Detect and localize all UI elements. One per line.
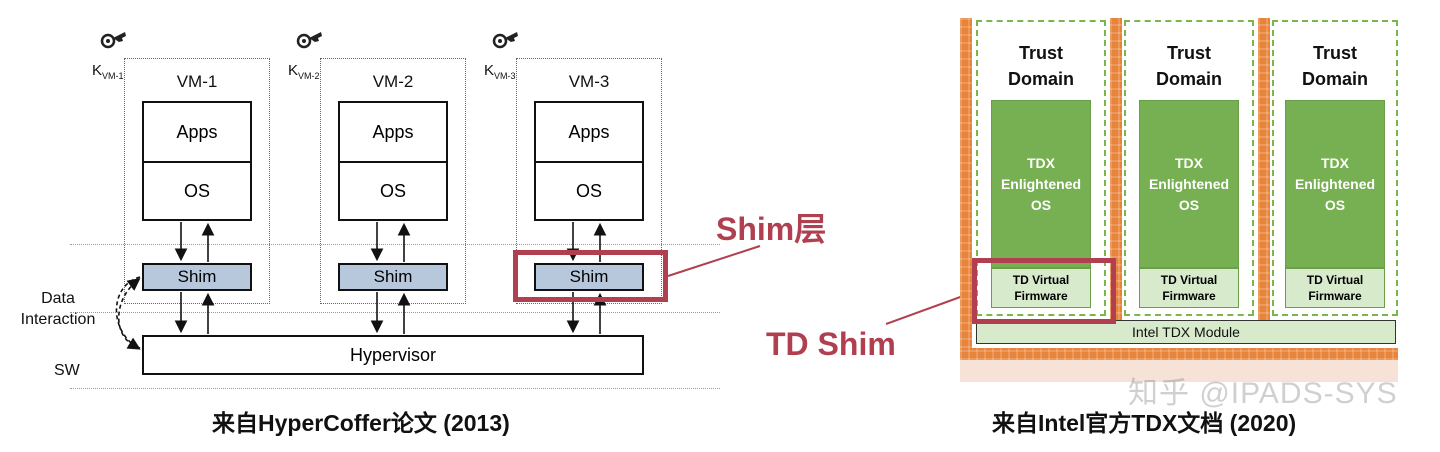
fw-line: Firmware	[1308, 289, 1362, 303]
tdx-module-bar: Intel TDX Module	[976, 320, 1396, 344]
brick-band	[960, 348, 1398, 360]
os-box: OS	[142, 161, 252, 221]
td-firmware-box: TD Virtual Firmware	[991, 268, 1091, 308]
shim-layer-label: Shim层	[716, 211, 827, 247]
shim-highlight-box	[513, 250, 668, 302]
title-line: Domain	[1007, 69, 1074, 89]
trust-domain-title: Trust Domain	[976, 40, 1106, 92]
td-shim-label: TD Shim	[766, 326, 896, 362]
os-line: OS	[1178, 196, 1200, 213]
data-interaction-line: Data	[41, 290, 75, 307]
vm-frame	[516, 58, 662, 304]
layer-separator-base	[70, 388, 720, 389]
hypervisor-box: Hypervisor	[142, 335, 644, 375]
layer-separator-bottom	[70, 312, 720, 313]
shim-box: Shim	[338, 263, 448, 291]
vm-key-label: KVM-3	[484, 62, 516, 81]
td-shim-highlight-box	[972, 258, 1116, 324]
os-line: TDX	[1321, 154, 1349, 171]
title-line: Trust	[1312, 43, 1357, 63]
title-line: Domain	[1301, 69, 1368, 89]
tdx-os-box: TDX Enlightened OS	[1139, 100, 1239, 268]
td-firmware-box: TD Virtual Firmware	[1139, 268, 1239, 308]
fw-line: TD Virtual	[1306, 273, 1364, 287]
key-icon	[100, 30, 128, 52]
os-box: OS	[338, 161, 448, 221]
os-line: TDX	[1175, 154, 1203, 171]
left-caption: 来自HyperCoffer论文 (2013)	[212, 410, 510, 436]
apps-box: Apps	[338, 101, 448, 163]
right-caption: 来自Intel官方TDX文档 (2020)	[992, 410, 1297, 436]
arrows-overlay	[115, 222, 607, 350]
watermark: 知乎 @IPADS-SYS	[1128, 377, 1398, 410]
vm-key-label: KVM-2	[288, 62, 320, 81]
title-line: Trust	[1018, 43, 1063, 63]
vm-title: VM-3	[568, 72, 610, 91]
brick-pillar	[1110, 18, 1122, 330]
vm-frame	[124, 58, 270, 304]
brick-pillar	[1258, 18, 1270, 330]
data-interaction-label: Data Interaction	[10, 288, 106, 330]
brick-pillar	[960, 18, 972, 348]
vm-frame	[320, 58, 466, 304]
data-interaction-line: Interaction	[20, 311, 96, 328]
tdx-os-box: TDX Enlightened OS	[1285, 100, 1385, 268]
layer-separator-top	[70, 244, 720, 245]
trust-domain-title: Trust Domain	[1272, 40, 1398, 92]
key-icon	[296, 30, 324, 52]
vm-title: VM-1	[176, 72, 218, 91]
sw-label: SW	[54, 362, 80, 379]
os-line: Enlightened	[1000, 175, 1082, 192]
key-icon	[492, 30, 520, 52]
os-line: Enlightened	[1148, 175, 1230, 192]
fw-line: Firmware	[1162, 289, 1216, 303]
fw-line: TD Virtual	[1012, 273, 1070, 287]
vm-key-label: KVM-1	[92, 62, 124, 81]
os-line: OS	[1030, 196, 1052, 213]
fw-line: TD Virtual	[1160, 273, 1218, 287]
shim-box: Shim	[142, 263, 252, 291]
title-line: Domain	[1155, 69, 1222, 89]
td-firmware-box: TD Virtual Firmware	[1285, 268, 1385, 308]
base-band	[960, 360, 1398, 382]
fw-line: Firmware	[1014, 289, 1068, 303]
vm-title: VM-2	[372, 72, 414, 91]
trust-domain-title: Trust Domain	[1124, 40, 1254, 92]
title-line: Trust	[1166, 43, 1211, 63]
shim-box: Shim	[534, 263, 644, 291]
tdx-os-box: TDX Enlightened OS	[991, 100, 1091, 268]
os-line: Enlightened	[1294, 175, 1376, 192]
os-line: OS	[1324, 196, 1346, 213]
os-line: TDX	[1027, 154, 1055, 171]
os-box: OS	[534, 161, 644, 221]
